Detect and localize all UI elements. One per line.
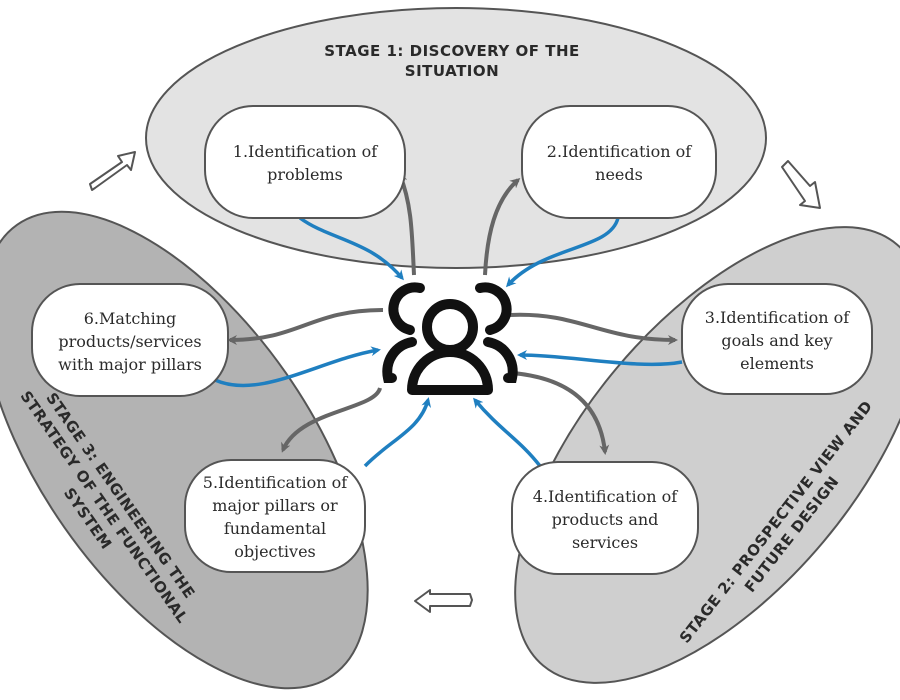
step-label: fundamental <box>224 519 326 538</box>
step-label: with major pillars <box>58 355 202 374</box>
arrow-down-right-icon <box>781 160 821 209</box>
step-label: major pillars or <box>212 496 338 515</box>
stage1-title: STAGE 1: DISCOVERY OF THE SITUATION <box>324 42 580 80</box>
arrow-from-step1 <box>298 216 404 281</box>
arrow-from-step5 <box>363 397 432 468</box>
step-5-box: 5.Identification of major pillars or fun… <box>184 459 366 573</box>
step-label: elements <box>740 354 814 373</box>
arrow-to-step5 <box>281 387 382 453</box>
arrow-to-step3 <box>509 312 678 345</box>
step-label: 2.Identification of <box>547 142 693 161</box>
step-3-box: 3.Identification of goals and key elemen… <box>681 283 873 395</box>
step-4-box: 4.Identification of products and service… <box>511 461 699 575</box>
step-label: 1.Identification of <box>233 142 379 161</box>
arrow-up-right-icon <box>89 151 136 191</box>
step-label: objectives <box>234 542 316 561</box>
step-label: services <box>572 533 638 552</box>
arrow-from-step3 <box>517 350 683 367</box>
step-label: 3.Identification of <box>705 308 851 327</box>
arrow-from-step6 <box>214 346 381 388</box>
step-label: products and <box>552 510 659 529</box>
step-label: 6.Matching <box>84 309 177 328</box>
arrow-from-step4 <box>473 397 542 468</box>
step-6-box: 6.Matching products/services with major … <box>31 283 229 397</box>
step-label: problems <box>267 165 343 184</box>
arrow-to-step2 <box>483 178 521 276</box>
stage1-title-line: STAGE 1: DISCOVERY OF THE <box>324 42 580 60</box>
arrow-left-icon <box>414 589 473 613</box>
users-group-icon <box>382 282 518 395</box>
arrow-to-step4 <box>511 371 610 455</box>
arrow-to-step6 <box>227 308 384 345</box>
step-2-box: 2.Identification of needs <box>521 105 717 219</box>
step-label: products/services <box>58 332 201 351</box>
arrow-from-step2 <box>505 217 620 288</box>
step-label: 4.Identification of <box>533 487 679 506</box>
step-label: needs <box>595 165 643 184</box>
stage1-title-line: SITUATION <box>405 62 499 80</box>
step-label: 5.Identification of <box>203 473 349 492</box>
step-label: goals and key <box>721 331 832 350</box>
step-1-box: 1.Identification of problems <box>204 105 406 219</box>
